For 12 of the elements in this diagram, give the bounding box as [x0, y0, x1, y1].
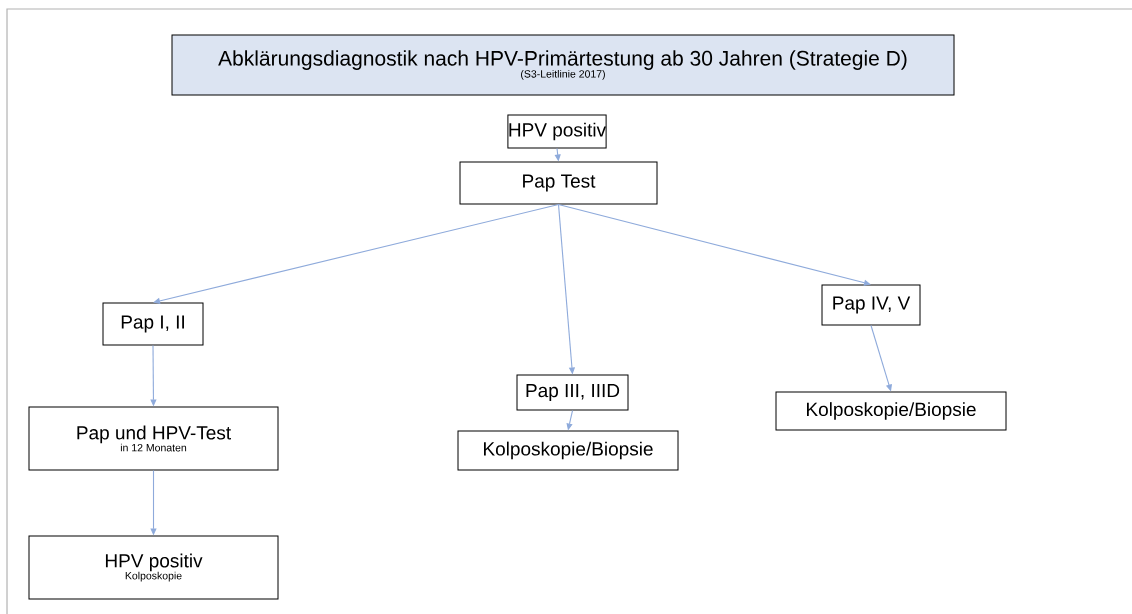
process-box: Pap Test [459, 161, 658, 205]
process-box: Kolposkopie/Biopsie [775, 391, 1007, 431]
title-box: Abklärungsdiagnostik nach HPV-Primärtestung ab 30 Jahren (Strategie D) (S3-Leitlinie 2017) [171, 34, 955, 96]
process-box: Pap III, IIID [516, 374, 629, 411]
process-box: HPV positiv Kolposkopie [28, 535, 279, 600]
process-box: Kolposkopie/Biopsie [457, 430, 679, 471]
arrow [557, 203, 871, 286]
process-box: Pap IV, V [821, 284, 921, 326]
process-box: Pap I, II [102, 302, 204, 346]
arrow [153, 203, 560, 304]
process-box: HPV positiv [507, 114, 607, 149]
process-box: Pap und HPV-Test in 12 Monaten [28, 406, 279, 471]
